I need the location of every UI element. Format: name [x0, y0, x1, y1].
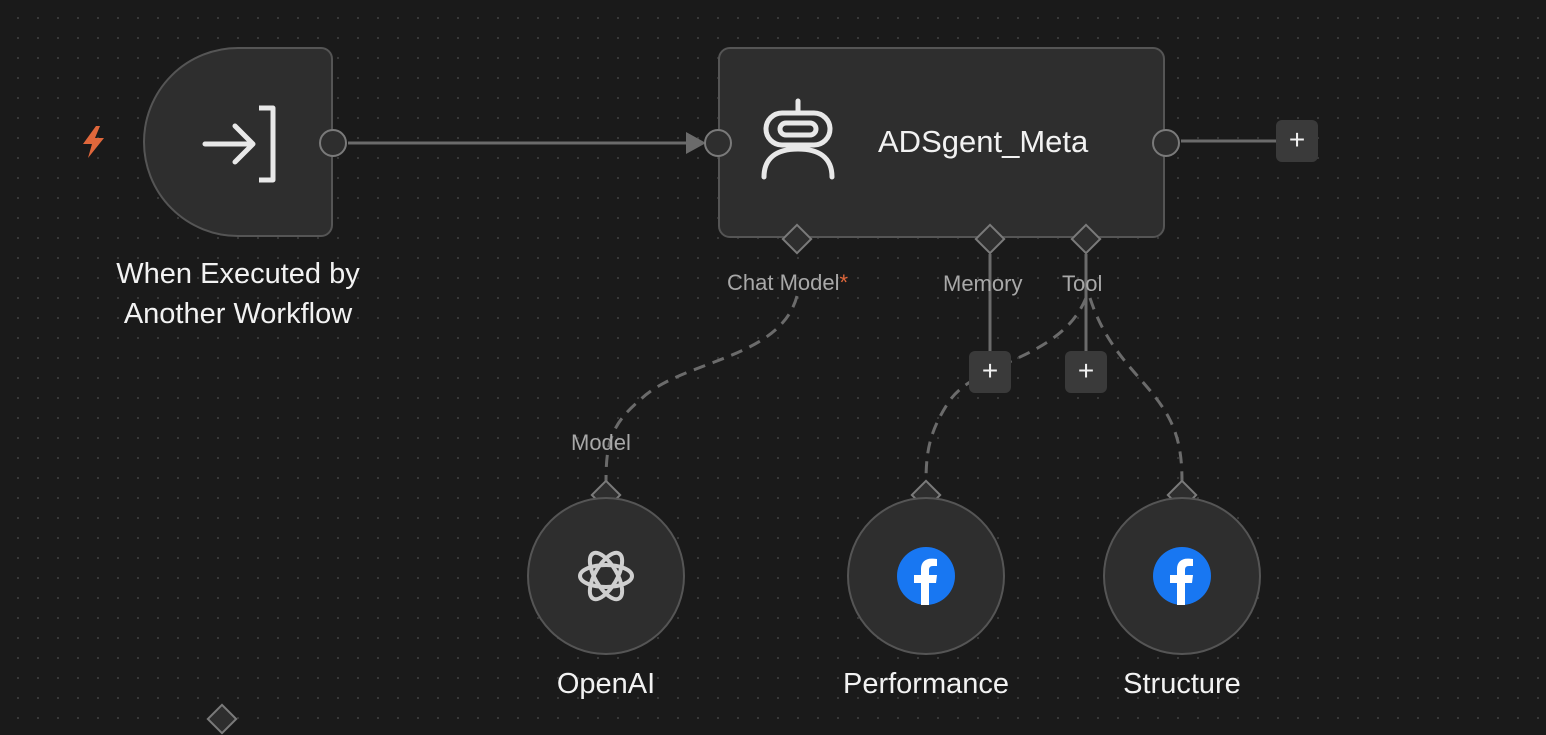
trigger-node[interactable]: [143, 47, 333, 237]
agent-input-handle[interactable]: [704, 129, 732, 157]
add-memory-button[interactable]: +: [969, 351, 1011, 393]
chat-model-link[interactable]: [604, 295, 799, 483]
chat-model-text: Chat Model: [727, 270, 840, 295]
add-next-node-button[interactable]: +: [1276, 120, 1318, 162]
openai-node[interactable]: [527, 497, 685, 655]
lightning-bolt-icon: [78, 124, 110, 160]
structure-node[interactable]: [1103, 497, 1261, 655]
agent-output-handle[interactable]: [1152, 129, 1180, 157]
trigger-node-title: When Executed by Another Workflow: [60, 254, 416, 334]
tool-performance-link[interactable]: [924, 297, 1088, 483]
structure-node-title: Structure: [1123, 668, 1241, 700]
trigger-output-handle[interactable]: [319, 129, 347, 157]
add-tool-button[interactable]: +: [1065, 351, 1107, 393]
tool-structure-link[interactable]: [1088, 297, 1184, 483]
tool-label: Tool: [1062, 271, 1103, 296]
required-marker: *: [839, 270, 849, 295]
enter-arrow-icon: [202, 105, 276, 183]
agent-node-title: ADSgent_Meta: [878, 124, 1089, 159]
trigger-title-line1: When Executed by: [116, 258, 360, 290]
memory-label: Memory: [943, 271, 1023, 296]
performance-node-title: Performance: [842, 668, 1009, 700]
connection-arrowhead: [686, 132, 706, 154]
facebook-icon: [1153, 547, 1211, 605]
openai-node-title: OpenAI: [556, 668, 656, 700]
performance-node[interactable]: [847, 497, 1005, 655]
robot-icon: [761, 98, 835, 180]
openai-icon: [578, 550, 634, 602]
agent-node[interactable]: ADSgent_Meta: [718, 47, 1165, 238]
model-port-label: Model: [571, 430, 631, 455]
connection-wires: [348, 132, 1278, 483]
facebook-icon: [897, 547, 955, 605]
chat-model-label: Chat Model*: [727, 270, 848, 296]
trigger-title-line2: Another Workflow: [123, 298, 353, 330]
